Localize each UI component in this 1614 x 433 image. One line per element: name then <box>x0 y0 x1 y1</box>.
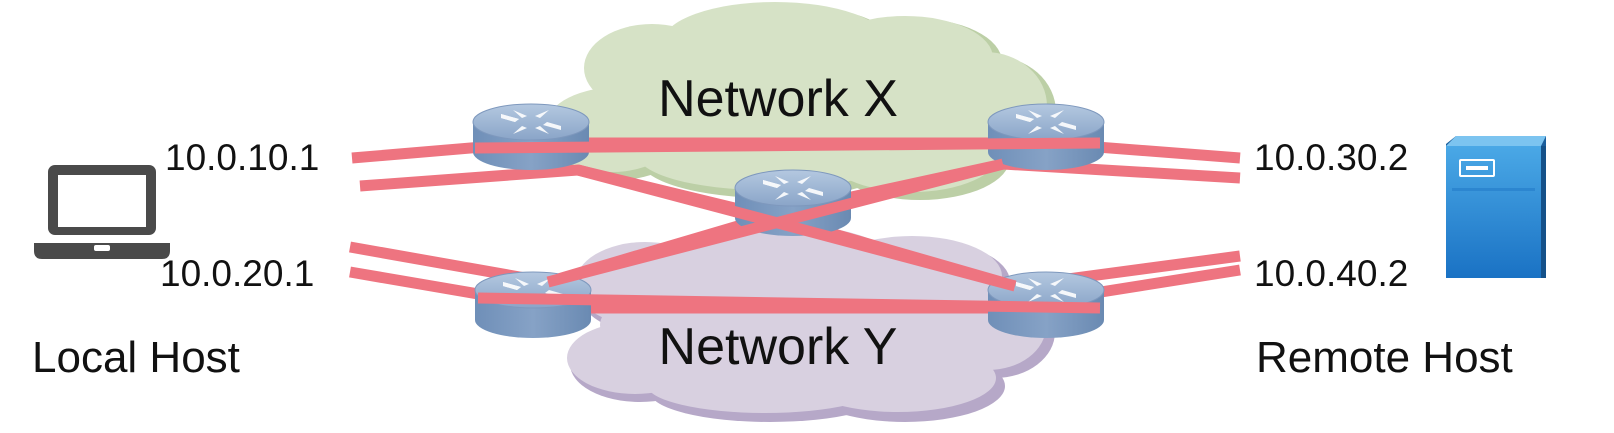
local-address-2: 10.0.20.1 <box>160 253 314 294</box>
path-segment-cross-a <box>576 164 1017 292</box>
server-icon <box>1446 136 1546 278</box>
network-paths-front <box>474 137 1101 314</box>
path-segment-cross-b <box>546 158 1005 288</box>
router-x-right <box>987 103 1105 171</box>
laptop-icon <box>34 165 170 259</box>
local-address-1: 10.0.10.1 <box>165 137 319 178</box>
path-segment-y-bottom <box>477 292 1101 314</box>
network-y-label: Network Y <box>659 318 898 376</box>
path-segment-x-top-left <box>474 137 1101 154</box>
remote-host-label: Remote Host <box>1256 333 1513 382</box>
local-host-label: Local Host <box>32 333 240 382</box>
remote-address-2: 10.0.40.2 <box>1254 253 1408 294</box>
router-x-left <box>472 103 590 171</box>
remote-address-1: 10.0.30.2 <box>1254 137 1408 178</box>
network-x-label: Network X <box>658 70 898 128</box>
